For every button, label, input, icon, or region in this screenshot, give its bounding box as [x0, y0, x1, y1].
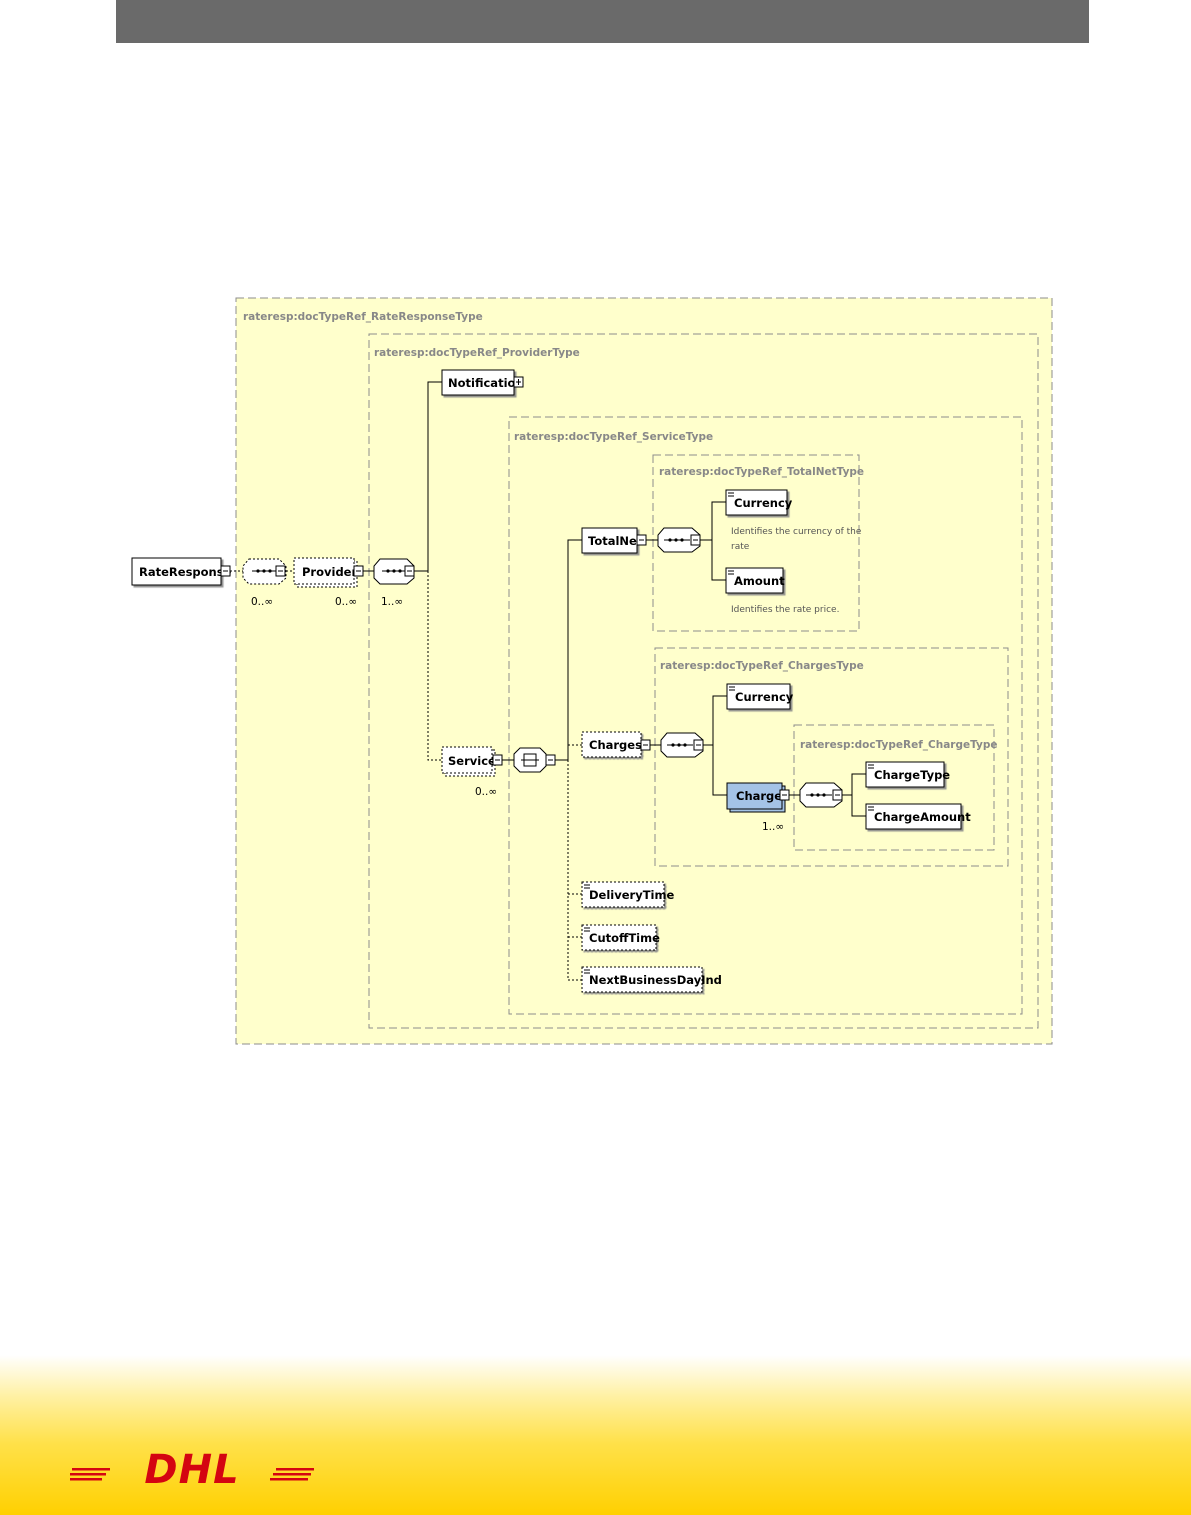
group-label: rateresp:docTypeRef_ProviderType — [374, 347, 580, 359]
svg-text:Charges: Charges — [589, 738, 642, 752]
schema-diagram: rateresp:docTypeRef_RateResponseType rat… — [131, 297, 1053, 1045]
header-bar — [116, 0, 1089, 43]
svg-text:Amount: Amount — [734, 574, 785, 588]
element-next-business-day-ind[interactable]: NextBusinessDayInd — [581, 966, 722, 993]
svg-text:RateResponse: RateResponse — [139, 565, 232, 579]
dhl-logo: DHL — [70, 1447, 314, 1490]
svg-text:NextBusinessDayInd: NextBusinessDayInd — [589, 973, 722, 987]
element-service[interactable]: Service 0..∞ — [441, 746, 503, 798]
element-rate-response[interactable]: RateResponse — [131, 557, 232, 586]
element-charge-amount[interactable]: ChargeAmount — [865, 803, 971, 830]
element-delivery-time[interactable]: DeliveryTime — [581, 881, 674, 908]
element-provider[interactable]: Provider 0..∞ — [293, 557, 364, 608]
group-label: rateresp:docTypeRef_TotalNetType — [659, 466, 864, 478]
svg-text:Provider: Provider — [302, 565, 357, 579]
cardinality-label: 1..∞ — [762, 821, 784, 833]
sequence-compositor: 0..∞ — [242, 558, 287, 608]
element-charge[interactable]: Charge 1..∞ — [726, 782, 790, 833]
sequence-compositor — [660, 732, 704, 758]
group-label: rateresp:docTypeRef_ChargesType — [660, 660, 864, 672]
cardinality-label: 0..∞ — [475, 786, 497, 798]
group-label: rateresp:docTypeRef_ChargeType — [800, 739, 998, 751]
svg-text:ChargeType: ChargeType — [874, 768, 950, 782]
svg-text:TotalNet: TotalNet — [588, 534, 643, 548]
footer-band — [0, 1355, 1191, 1515]
svg-text:ChargeAmount: ChargeAmount — [874, 810, 971, 824]
annotation-text: Identifies the currency of the — [731, 527, 862, 537]
svg-text:CutoffTime: CutoffTime — [589, 931, 660, 945]
group-label: rateresp:docTypeRef_ServiceType — [514, 431, 713, 443]
svg-text:Currency: Currency — [734, 496, 793, 510]
element-cutoff-time[interactable]: CutoffTime — [581, 924, 660, 951]
dhl-logo-text: DHL — [144, 1447, 239, 1490]
sequence-compositor — [799, 782, 843, 808]
cardinality-label: 1..∞ — [381, 596, 403, 608]
svg-text:Notification: Notification — [448, 376, 524, 390]
element-notification[interactable]: Notification — [441, 369, 524, 396]
element-charge-type[interactable]: ChargeType — [865, 761, 950, 788]
element-currency[interactable]: Currency Identifies the currency of the … — [725, 489, 862, 552]
element-total-net[interactable]: TotalNet — [581, 527, 647, 554]
cardinality-label: 0..∞ — [335, 596, 357, 608]
element-charges-currency[interactable]: Currency — [726, 683, 794, 710]
annotation-text: Identifies the rate price. — [731, 605, 839, 615]
all-compositor — [513, 747, 556, 773]
sequence-compositor: 1..∞ — [373, 558, 415, 608]
sequence-compositor — [657, 527, 701, 553]
svg-text:DeliveryTime: DeliveryTime — [589, 888, 674, 902]
svg-text:Service: Service — [448, 754, 496, 768]
group-label: rateresp:docTypeRef_RateResponseType — [243, 311, 483, 323]
svg-text:Charge: Charge — [736, 789, 782, 803]
element-amount[interactable]: Amount Identifies the rate price. — [725, 567, 839, 615]
cardinality-label: 0..∞ — [251, 596, 273, 608]
element-charges[interactable]: Charges — [581, 731, 651, 758]
connectors — [230, 381, 866, 981]
annotation-text: rate — [731, 542, 750, 552]
svg-text:Currency: Currency — [735, 690, 794, 704]
